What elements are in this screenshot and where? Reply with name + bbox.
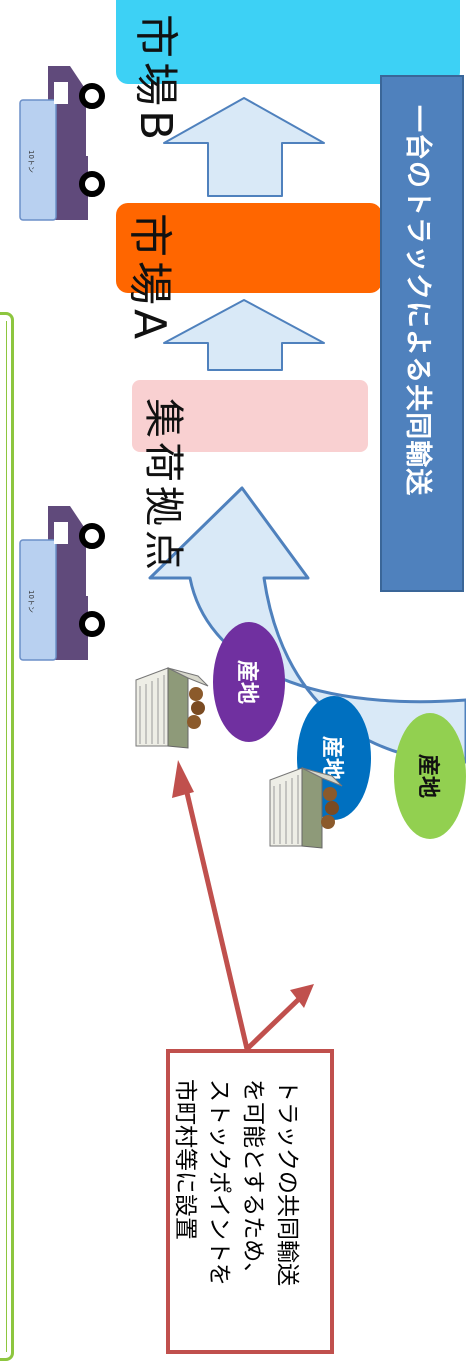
farm-1-label: 産地 <box>233 659 259 705</box>
truck-1-cargo-label: 10トン <box>27 150 35 173</box>
callout-line-1: トラックの共同輸送 <box>274 1079 300 1286</box>
green-frame <box>0 312 14 1361</box>
arrow-hub-to-market-a <box>163 299 325 371</box>
market-b-label: 市場B <box>130 14 181 145</box>
stock-point-building-icon <box>269 767 343 849</box>
callout-line-2: を可能とするため、 <box>240 1079 266 1286</box>
truck-2-cargo-label: 10トン <box>27 590 35 613</box>
shared-transport-banner: 一台のトラックによる共同輸送 <box>380 75 464 592</box>
truck-icon <box>19 66 105 221</box>
banner-label: 一台のトラックによる共同輸送 <box>402 105 433 497</box>
farm-3: 産地 <box>394 713 466 839</box>
pointer-arrowhead-2 <box>290 984 314 1008</box>
market-a-box: 市場A <box>116 203 382 343</box>
truck-icon <box>19 506 105 661</box>
pointer-arrowhead-1 <box>172 760 194 798</box>
farm-1: 産地 <box>213 622 285 742</box>
callout-line-3: ストックポイントを <box>206 1079 232 1286</box>
farm-3-label: 産地 <box>414 753 440 799</box>
market-a-label: 市場A <box>124 213 175 344</box>
callout-text: トラックの共同輸送 を可能とするため、 ストックポイントを 市町村等に設置 <box>168 1079 304 1286</box>
collection-hub-label: 集荷拠点 <box>140 398 186 574</box>
callout-line-4: 市町村等に設置 <box>172 1079 198 1240</box>
stock-point-building-icon <box>135 667 209 749</box>
arrow-market-a-to-market-b <box>163 97 325 197</box>
curved-flow-arrow <box>148 486 466 764</box>
pointer-line-1 <box>181 779 250 1050</box>
pointer-line-2 <box>245 996 302 1051</box>
stock-point-callout: トラックの共同輸送 を可能とするため、 ストックポイントを 市町村等に設置 <box>166 1049 334 1354</box>
market-b-box: 市場B <box>116 0 460 144</box>
collection-hub-box: 集荷拠点 <box>132 380 368 574</box>
